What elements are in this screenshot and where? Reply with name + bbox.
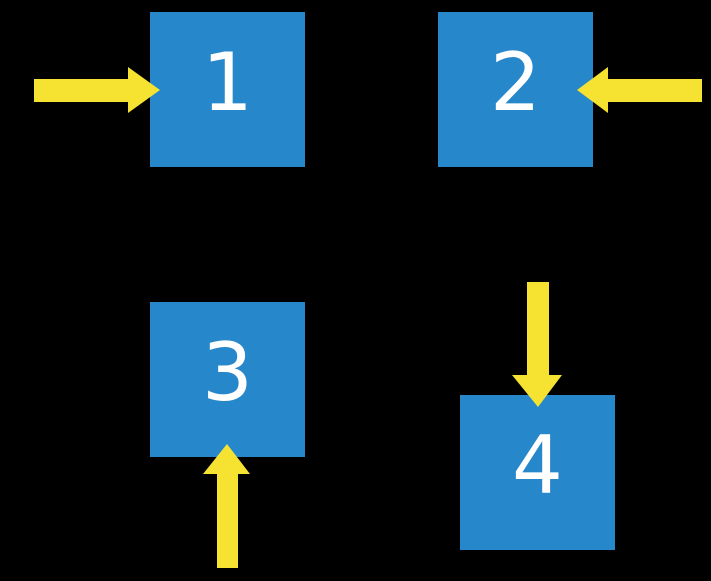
down-arrow-icon — [512, 282, 562, 407]
square-4: 4 — [460, 395, 615, 550]
up-arrow-icon — [203, 444, 250, 568]
square-4-label: 4 — [512, 418, 563, 512]
square-2: 2 — [438, 12, 593, 167]
right-arrow-icon — [34, 67, 160, 113]
square-3-label: 3 — [202, 325, 253, 419]
square-1: 1 — [150, 12, 305, 167]
square-2-label: 2 — [490, 35, 541, 129]
square-1-label: 1 — [202, 35, 253, 129]
square-3: 3 — [150, 302, 305, 457]
left-arrow-icon — [577, 67, 702, 113]
